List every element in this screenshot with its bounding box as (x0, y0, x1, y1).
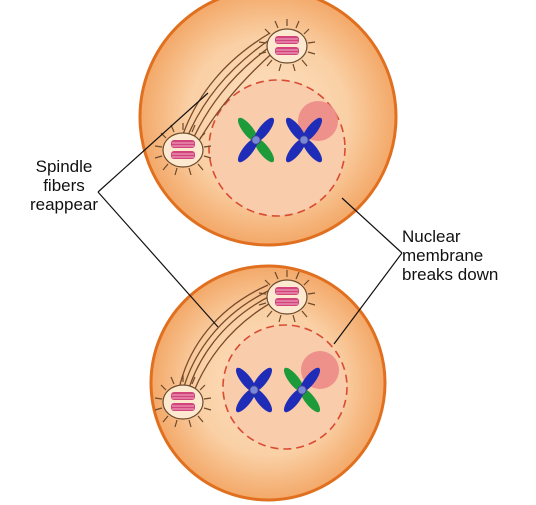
centriole (258, 270, 316, 323)
membrane-label-line-3: breaks down (402, 265, 499, 284)
chromosome (283, 367, 321, 413)
spindle-pointer-lines (97, 92, 219, 328)
spindle-fibers (178, 284, 277, 403)
centriole (154, 123, 212, 176)
spindle-label-line-3: reappear (29, 195, 99, 214)
chromosome (235, 367, 273, 413)
centriole (154, 375, 212, 428)
chromosome (237, 117, 275, 163)
spindle-label-line-2: fibers (43, 176, 85, 195)
chromosome (285, 117, 323, 163)
spindle-label-line-1: Spindle (35, 157, 93, 176)
upper-cell (138, 0, 398, 247)
spindle-fibers (180, 32, 279, 154)
lower-cell (149, 264, 387, 502)
nuclear-envelope (208, 79, 346, 217)
nuclear-membrane-label: Nuclear membrane breaks down (402, 227, 532, 284)
centriole (258, 19, 316, 72)
spindle-fibers-label: Spindle fibers reappear (14, 157, 114, 214)
membrane-pointer-lines (333, 197, 403, 345)
membrane-label-line-2: membrane (402, 246, 484, 265)
membrane-label-line-1: Nuclear (402, 227, 461, 246)
